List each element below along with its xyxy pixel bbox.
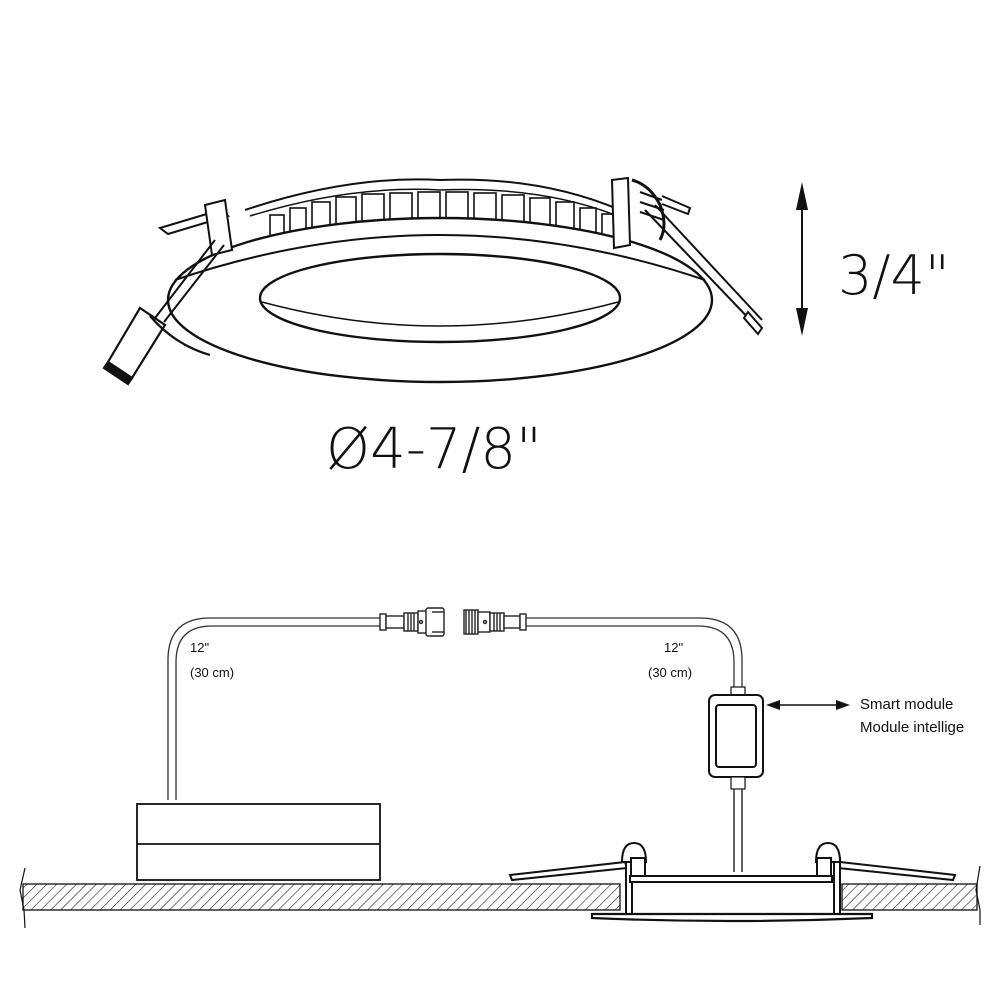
smart-module [708,686,764,872]
smart-module-label-en: Smart module [860,696,953,713]
right-cable [526,617,743,688]
downlight-perspective [166,178,714,384]
right-cable-connector [463,609,527,635]
left-spring-clip [154,198,234,323]
right-cable-length-in: 12" [664,640,683,655]
smart-module-label-fr: Module intellige [860,719,964,736]
height-dimension-arrow [796,182,808,336]
installed-downlight-section [508,841,957,923]
left-cable [167,617,380,800]
left-cable-length-in: 12" [190,640,209,655]
left-cable-length-cm: (30 cm) [190,665,234,680]
right-cable-length-cm: (30 cm) [648,665,692,680]
diameter-dimension-label: Ø4-7/8" [326,417,542,482]
smart-module-pointer-arrow [766,700,850,710]
right-spring-clip [610,176,764,336]
left-wire-connector [102,306,211,386]
height-dimension-label: 3/4" [838,244,950,307]
left-cable-connector [379,607,445,637]
ceiling-section [19,865,981,929]
driver-box [136,803,381,881]
